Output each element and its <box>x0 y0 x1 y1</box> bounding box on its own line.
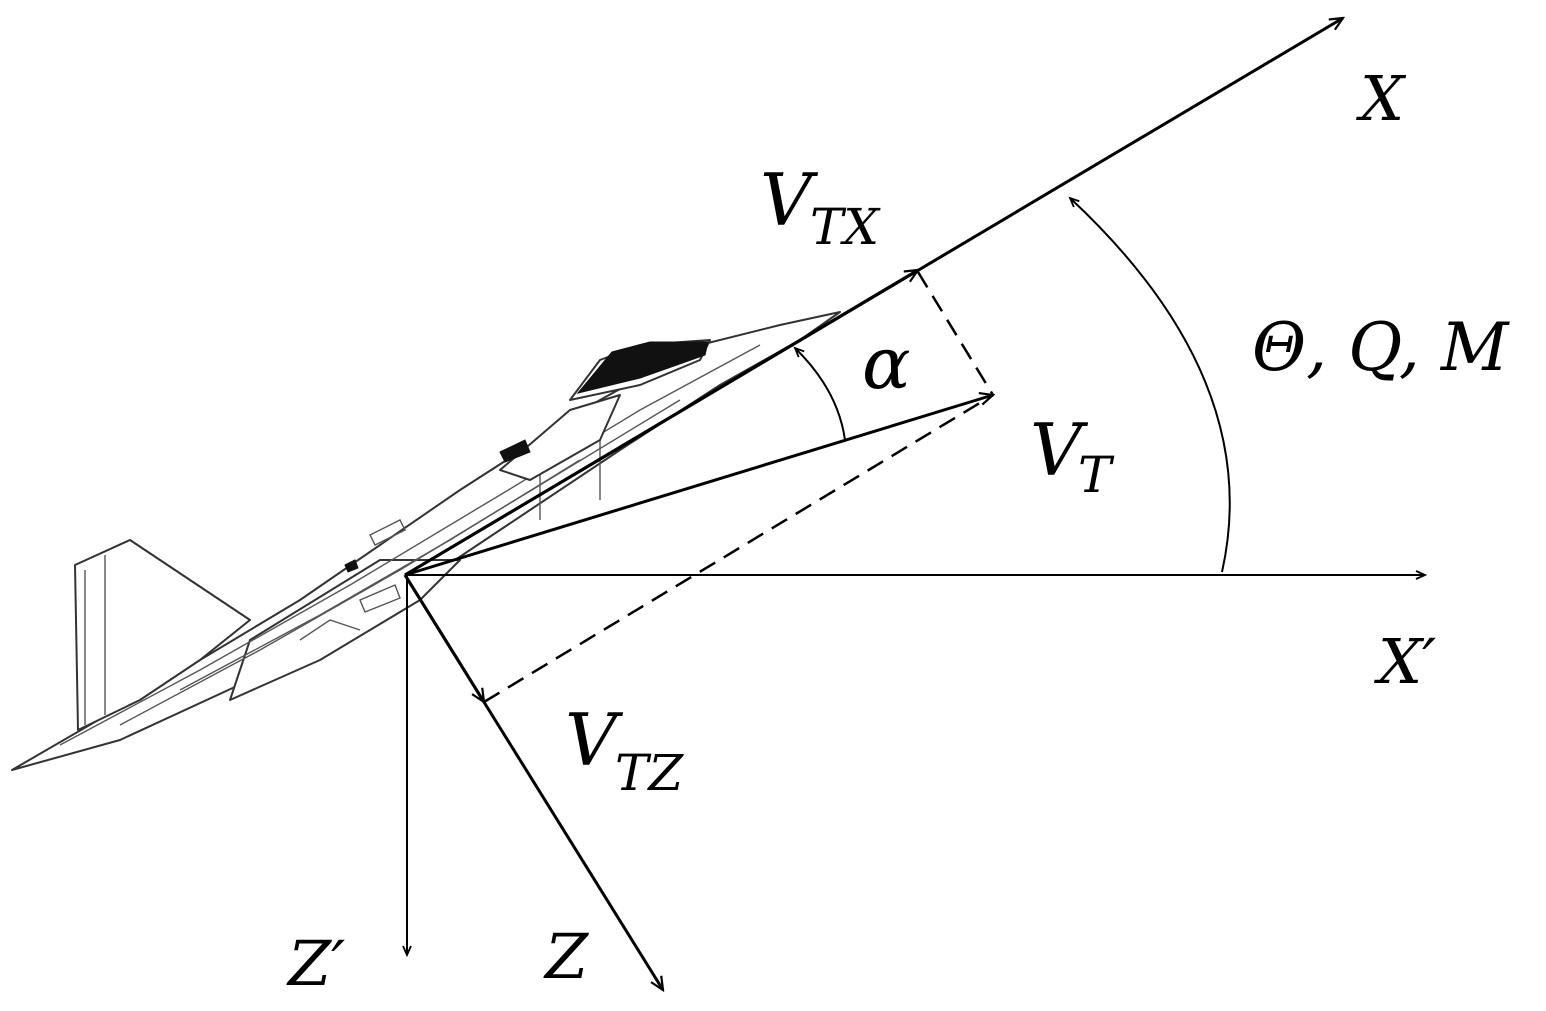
x-axis-label: X <box>1356 62 1407 135</box>
alpha-arc <box>795 348 846 441</box>
vtx-vector <box>404 270 918 577</box>
z-prime-axis-label: Z′ <box>286 927 345 1000</box>
aircraft-canopy <box>576 341 709 394</box>
x-prime-axis-label: X′ <box>1374 625 1436 698</box>
vtx-label: V TX <box>760 158 881 256</box>
aircraft-wing <box>229 559 461 701</box>
svg-text:TZ: TZ <box>615 744 684 802</box>
svg-text:V: V <box>565 698 624 782</box>
vt-label: V T <box>1030 408 1115 504</box>
alpha-label: α <box>862 321 911 405</box>
svg-text:TX: TX <box>810 198 881 256</box>
aircraft-illustration <box>11 311 841 771</box>
vt-vector <box>404 395 993 577</box>
theta-q-m-label: Θ, Q, M <box>1252 309 1510 386</box>
svg-text:T: T <box>1078 446 1115 504</box>
vtz-vector <box>403 574 484 702</box>
vtz-label: V TZ <box>565 698 684 802</box>
theta-arc <box>1070 198 1231 573</box>
projection-line-z <box>483 393 994 704</box>
svg-text:V: V <box>760 158 819 242</box>
svg-text:V: V <box>1030 408 1089 492</box>
z-axis-label: Z <box>543 920 589 993</box>
aircraft-tail <box>74 539 251 731</box>
projection-line-x <box>916 271 995 396</box>
